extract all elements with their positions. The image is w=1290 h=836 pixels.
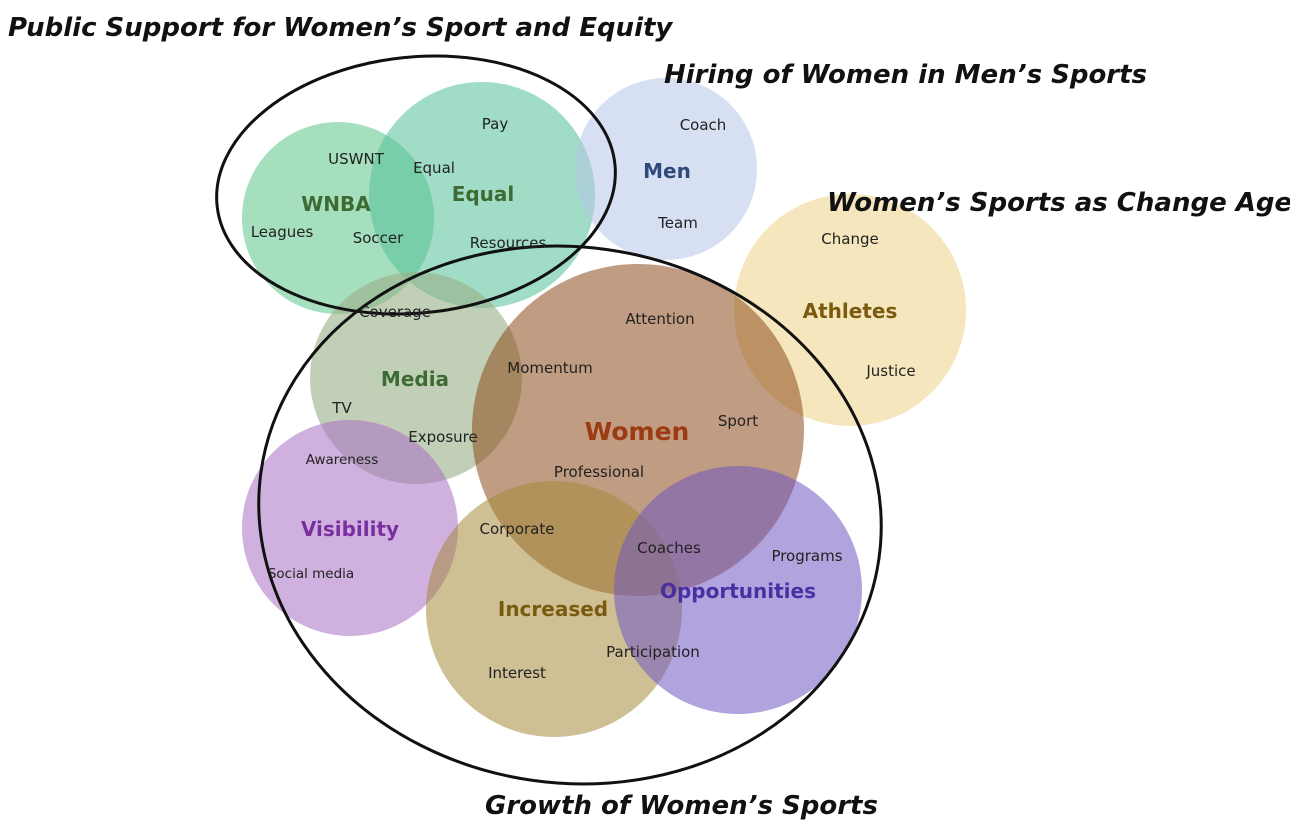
theme-title-growth: Growth of Women’s Sports (485, 791, 878, 821)
bubble-label-visibility: Visibility (301, 517, 399, 541)
term-interest: Interest (488, 664, 546, 682)
term-professional: Professional (554, 463, 644, 481)
theme-title-change-agents: Women’s Sports as Change Agents (827, 188, 1290, 218)
term-justice: Justice (865, 362, 915, 380)
term-pay: Pay (482, 115, 509, 133)
term-coverage: Coverage (359, 303, 431, 321)
bubble-athletes (734, 194, 966, 426)
term-coach: Coach (680, 116, 727, 134)
term-participation: Participation (606, 643, 700, 661)
term-change: Change (821, 230, 878, 248)
bubble-visibility (242, 420, 458, 636)
bubble-label-opportunities: Opportunities (660, 579, 816, 603)
bubble-label-media: Media (381, 367, 449, 391)
term-equal: Equal (413, 159, 455, 177)
outline-growth (257, 244, 883, 786)
term-attention: Attention (625, 310, 694, 328)
term-sport: Sport (718, 412, 758, 430)
bubble-label-athletes: Athletes (803, 299, 898, 323)
bubble-equal (369, 82, 595, 308)
bubble-label-equal: Equal (452, 182, 515, 206)
bubble-opportunities (614, 466, 862, 714)
term-momentum: Momentum (507, 359, 592, 377)
term-uswnt: USWNT (328, 150, 385, 168)
term-corporate: Corporate (480, 520, 555, 538)
bubble-label-wnba: WNBA (301, 192, 371, 216)
bubble-label-men: Men (643, 159, 691, 183)
theme-title-hiring: Hiring of Women in Men’s Sports (664, 60, 1147, 90)
term-team: Team (657, 214, 698, 232)
term-leagues: Leagues (251, 223, 314, 241)
theme-title-public-support: Public Support for Women’s Sport and Equ… (8, 13, 673, 43)
term-programs: Programs (771, 547, 842, 565)
term-social-media: Social media (268, 566, 354, 582)
bubble-men (575, 78, 757, 260)
bubble-increased (426, 481, 682, 737)
term-soccer: Soccer (353, 229, 404, 247)
term-exposure: Exposure (408, 428, 477, 446)
term-coaches: Coaches (637, 539, 701, 557)
term-awareness: Awareness (306, 452, 379, 468)
term-resources: Resources (470, 234, 547, 252)
outline-public-support (215, 54, 617, 316)
term-tv: TV (331, 399, 352, 417)
bubble-label-increased: Increased (498, 597, 608, 621)
bubble-label-women: Women (585, 417, 690, 446)
